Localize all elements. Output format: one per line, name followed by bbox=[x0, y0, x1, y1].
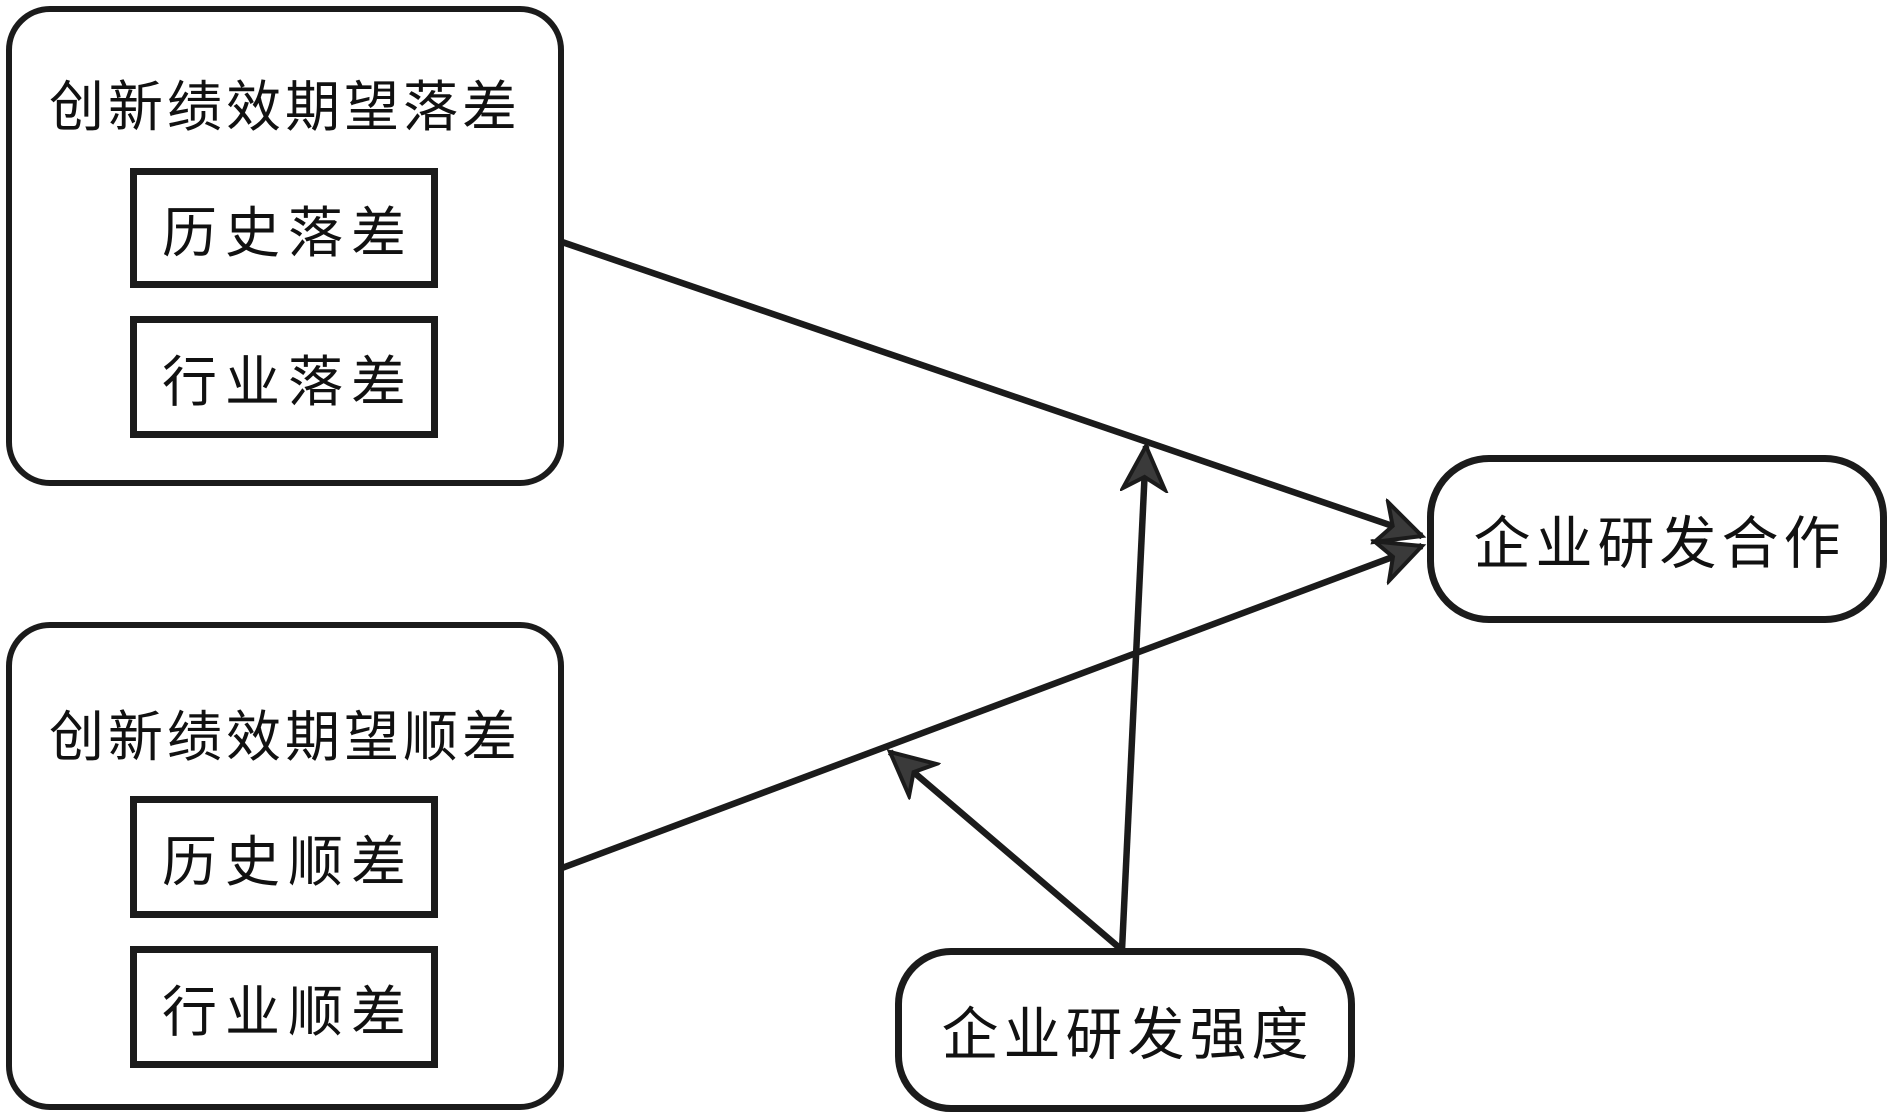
node-historical-gap: 历史落差 bbox=[130, 168, 438, 288]
arrow-gap-to-cooperation bbox=[560, 238, 1422, 536]
arrow-surplus-to-cooperation bbox=[560, 546, 1422, 872]
node-historical-surplus: 历史顺差 bbox=[130, 796, 438, 918]
node-label-rd-cooperation: 企业研发合作 bbox=[1473, 511, 1846, 577]
node-industry-surplus: 行业顺差 bbox=[130, 946, 438, 1068]
node-title-innovation-gap: 创新绩效期望落差 bbox=[48, 75, 521, 139]
node-industry-gap: 行业落差 bbox=[130, 316, 438, 438]
node-rd-cooperation: 企业研发合作 bbox=[1427, 455, 1887, 623]
node-label-rd-intensity: 企业研发强度 bbox=[941, 1002, 1314, 1068]
arrow-intensity-to-surplus-edge bbox=[890, 752, 1125, 953]
node-title-innovation-surplus: 创新绩效期望顺差 bbox=[48, 705, 521, 769]
arrow-intensity-to-gap-edge bbox=[1118, 446, 1146, 951]
node-rd-intensity: 企业研发强度 bbox=[895, 948, 1355, 1112]
